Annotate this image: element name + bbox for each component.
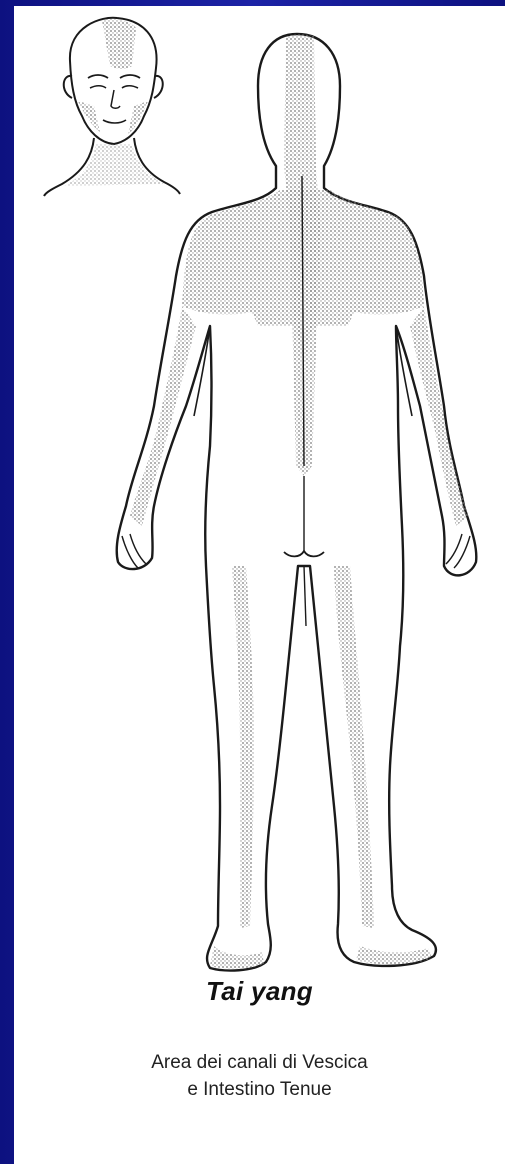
back-body-illustration: [117, 34, 477, 970]
neck-left: [44, 138, 94, 196]
diagram-caption: Area dei canali di Vescica e Intestino T…: [14, 1049, 505, 1103]
neck-stipple: [64, 144, 164, 186]
caption-line-2: e Intestino Tenue: [14, 1076, 505, 1103]
caption-line-1: Area dei canali di Vescica: [14, 1049, 505, 1076]
illustration-panel: Tai yang Area dei canali di Vescica e In…: [14, 6, 505, 1164]
leg-inner-line: [304, 566, 306, 626]
diagram-title: Tai yang: [14, 976, 505, 1007]
stipple-arm-left: [130, 306, 196, 526]
front-head-illustration: [44, 18, 180, 196]
